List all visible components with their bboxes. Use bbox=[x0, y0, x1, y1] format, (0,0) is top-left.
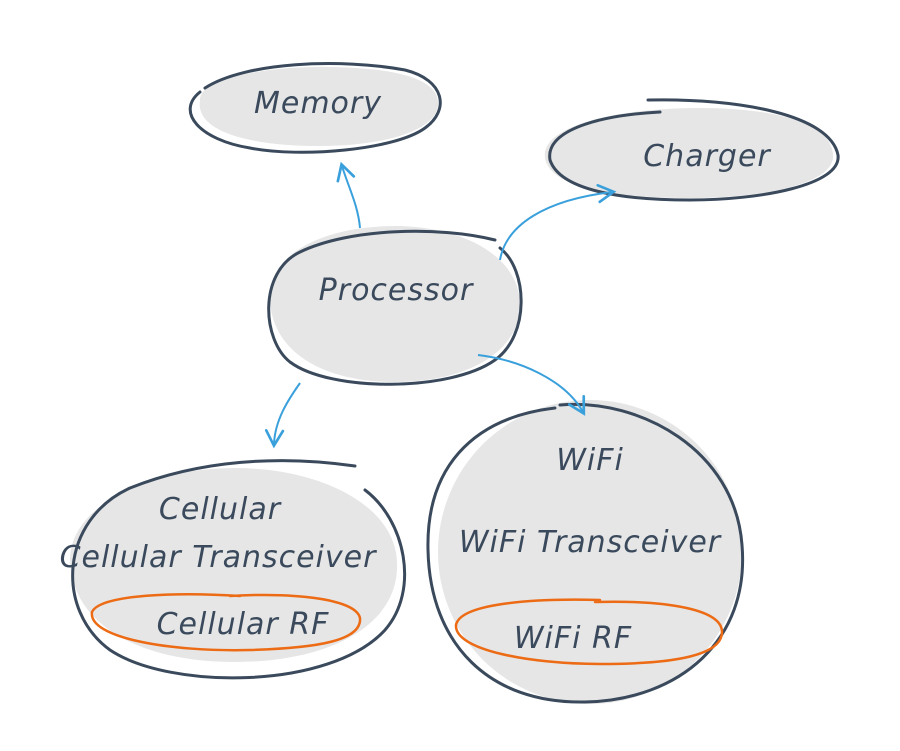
arrow-processor-to-wifi bbox=[477, 354, 586, 416]
processor-node: Processor bbox=[267, 225, 523, 386]
charger-outline bbox=[548, 98, 840, 202]
wifi-rf-outline bbox=[454, 598, 724, 666]
processor-label: Processor bbox=[319, 273, 474, 308]
wifi-rf-label: WiFi RF bbox=[514, 621, 632, 656]
cellular-fill bbox=[70, 468, 398, 662]
arrow-processor-to-memory bbox=[336, 161, 361, 229]
processor-outline bbox=[267, 229, 523, 386]
cellular-rf-label: Cellular RF bbox=[157, 607, 330, 642]
arrow-processor-to-cellular bbox=[264, 382, 301, 449]
memory-node: Memory bbox=[188, 62, 442, 154]
cellular-rf-outline bbox=[90, 593, 362, 652]
cellular-node: Cellular Cellular Transceiver Cellular R… bbox=[60, 459, 407, 680]
wifi-title: WiFi bbox=[556, 443, 624, 478]
cellular-outline bbox=[71, 459, 407, 680]
connectors bbox=[264, 161, 617, 449]
memory-label: Memory bbox=[254, 86, 382, 121]
memory-outline bbox=[188, 62, 442, 154]
charger-fill bbox=[544, 108, 834, 198]
wifi-outline bbox=[426, 402, 745, 704]
cellular-transceiver-label: Cellular Transceiver bbox=[60, 540, 378, 575]
processor-fill bbox=[269, 225, 520, 382]
memory-fill bbox=[199, 66, 439, 146]
cellular-title: Cellular bbox=[159, 492, 282, 527]
wifi-fill bbox=[438, 400, 742, 704]
wifi-transceiver-label: WiFi Transceiver bbox=[459, 525, 722, 560]
charger-label: Charger bbox=[643, 139, 771, 174]
wifi-node: WiFi WiFi Transceiver WiFi RF bbox=[426, 400, 745, 704]
charger-node: Charger bbox=[544, 98, 840, 202]
arrow-processor-to-charger bbox=[499, 183, 617, 261]
